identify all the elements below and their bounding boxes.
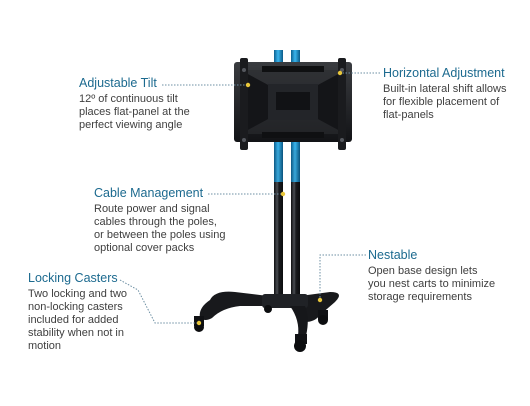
callout-description: Open base design lets you nest carts to … <box>368 265 496 303</box>
callout-title: Nestable <box>368 248 418 262</box>
caster-rear <box>264 305 272 313</box>
callout-adjustable-tilt: Adjustable Tilt 12º of continuous tilt p… <box>79 76 229 132</box>
callout-locking-casters: Locking Casters Two locking and two non-… <box>28 271 148 353</box>
caster-right <box>318 310 328 325</box>
callout-description: Two locking and two non-locking casters … <box>28 288 128 352</box>
callout-description: Built-in lateral shift allows for flexib… <box>383 83 507 121</box>
leader-dots <box>196 70 343 326</box>
callout-title: Cable Management <box>94 186 204 200</box>
cart-base <box>194 291 339 352</box>
callout-cable-management: Cable Management Route power and signal … <box>94 186 264 255</box>
callout-title: Locking Casters <box>28 271 118 285</box>
leader-lines <box>119 72 380 324</box>
callout-nestable: Nestable Open base design lets you nest … <box>368 248 528 304</box>
callout-horizontal-adjustment: Horizontal Adjustment Built-in lateral s… <box>383 66 528 122</box>
callout-description: 12º of continuous tilt places flat-panel… <box>79 93 190 131</box>
callout-description: Route power and signal cables through th… <box>94 203 226 254</box>
tilt-mount-bracket <box>234 58 352 150</box>
caster-front <box>294 334 307 352</box>
callout-title: Adjustable Tilt <box>79 76 157 90</box>
callout-title: Horizontal Adjustment <box>383 66 505 80</box>
